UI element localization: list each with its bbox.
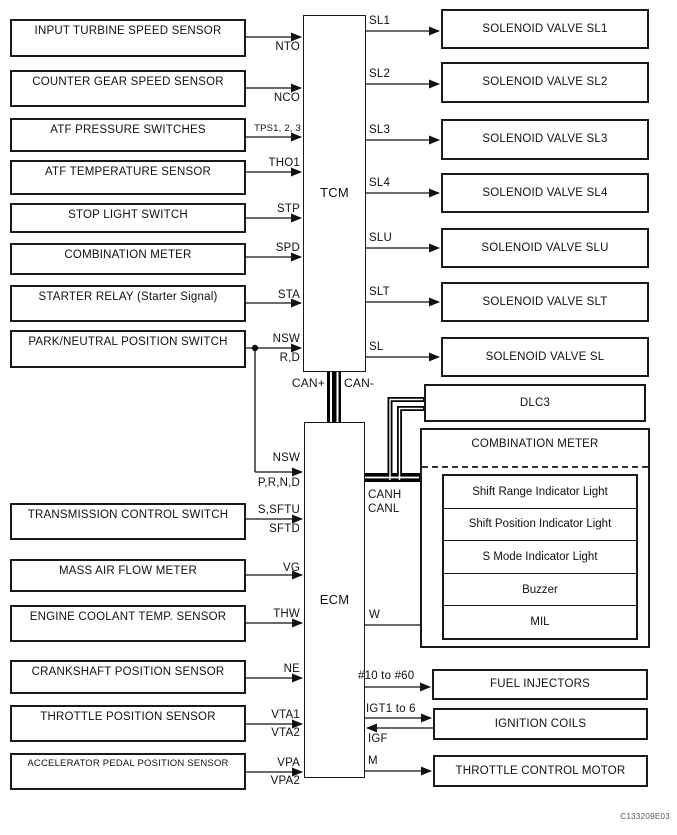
signal-thw: THW xyxy=(273,608,300,620)
can-bus-vertical xyxy=(327,371,341,423)
meter-item-s-mode-indicator: S Mode Indicator Light xyxy=(444,541,636,574)
tcm-input-wires xyxy=(246,32,302,353)
tcm-output-wires xyxy=(366,26,440,362)
signal-nto: NTO xyxy=(275,41,300,53)
ecm-input-wires xyxy=(246,514,303,777)
signal-vta2: VTA2 xyxy=(271,727,300,739)
can-bus-branch xyxy=(365,397,424,482)
box-throttle-position-sensor: THROTTLE POSITION SENSOR xyxy=(10,705,246,742)
label-canl: CANL xyxy=(368,503,400,515)
pn-branch-wire xyxy=(251,344,303,477)
box-stop-light-switch: STOP LIGHT SWITCH xyxy=(10,203,246,233)
signal-stp: STP xyxy=(277,203,300,215)
signal-sl1: SL1 xyxy=(369,15,391,27)
signal-ne: NE xyxy=(283,663,300,675)
box-transmission-control-switch: TRANSMISSION CONTROL SWITCH xyxy=(10,503,246,540)
figure-code: C133209E03 xyxy=(620,812,670,821)
signal-injectors: #10 to #60 xyxy=(358,670,415,682)
signal-sl4: SL4 xyxy=(369,177,391,189)
label-can-minus: CAN- xyxy=(344,376,375,390)
box-park-neutral-position-switch: PARK/NEUTRAL POSITION SWITCH xyxy=(10,330,246,368)
combination-meter-items: Shift Range Indicator Light Shift Positi… xyxy=(442,474,638,640)
signal-vpa2: VPA2 xyxy=(270,775,300,787)
signal-m: M xyxy=(368,755,378,767)
box-mass-air-flow-meter: MASS AIR FLOW METER xyxy=(10,559,246,592)
signal-igt: IGT1 to 6 xyxy=(366,703,416,715)
meter-item-shift-range-indicator: Shift Range Indicator Light xyxy=(444,476,636,509)
signal-spd: SPD xyxy=(275,242,300,254)
box-solenoid-valve-sl: SOLENOID VALVE SL xyxy=(441,337,649,377)
box-counter-gear-speed-sensor: COUNTER GEAR SPEED SENSOR xyxy=(10,70,246,107)
signal-rd: R,D xyxy=(279,352,300,364)
combination-meter-dashed-divider xyxy=(422,466,648,468)
signal-prnd: P,R,N,D xyxy=(257,477,300,489)
signal-slt: SLT xyxy=(369,286,390,298)
signal-sl3: SL3 xyxy=(369,124,391,136)
signal-slu: SLU xyxy=(369,232,392,244)
signal-igf: IGF xyxy=(368,733,388,745)
signal-tps: TPS1, 2, 3 xyxy=(254,123,301,134)
meter-item-mil: MIL xyxy=(530,616,550,629)
signal-sl2: SL2 xyxy=(369,68,391,80)
tcm-box: TCM xyxy=(303,15,366,372)
signal-vta1: VTA1 xyxy=(271,709,300,721)
signal-sta: STA xyxy=(277,289,300,301)
signal-sftd: SFTD xyxy=(269,523,300,535)
signal-tho1: THO1 xyxy=(268,157,300,169)
label-can-plus: CAN+ xyxy=(291,376,325,390)
box-solenoid-valve-slu: SOLENOID VALVE SLU xyxy=(441,228,649,268)
box-solenoid-valve-slt: SOLENOID VALVE SLT xyxy=(441,282,649,322)
ecm-box: ECM xyxy=(304,422,365,778)
box-atf-temperature-sensor: ATF TEMPERATURE SENSOR xyxy=(10,160,246,195)
box-solenoid-valve-sl1: SOLENOID VALVE SL1 xyxy=(441,9,649,49)
box-crankshaft-position-sensor: CRANKSHAFT POSITION SENSOR xyxy=(10,660,246,694)
box-solenoid-valve-sl3: SOLENOID VALVE SL3 xyxy=(441,119,649,160)
box-starter-relay: STARTER RELAY (Starter Signal) xyxy=(10,285,246,322)
box-fuel-injectors: FUEL INJECTORS xyxy=(432,669,648,700)
signal-vg: VG xyxy=(282,562,300,574)
ecm-output-wires xyxy=(365,620,441,776)
box-ignition-coils: IGNITION COILS xyxy=(433,708,648,740)
box-accelerator-pedal-position-sensor: ACCELERATOR PEDAL POSITION SENSOR xyxy=(10,753,246,790)
signal-sl: SL xyxy=(369,341,384,353)
box-engine-coolant-temp-sensor: ENGINE COOLANT TEMP. SENSOR xyxy=(10,605,246,642)
label-canh: CANH xyxy=(368,489,402,501)
signal-vpa: VPA xyxy=(277,757,300,769)
box-dlc3: DLC3 xyxy=(424,384,646,422)
box-solenoid-valve-sl4: SOLENOID VALVE SL4 xyxy=(441,173,649,213)
box-throttle-control-motor: THROTTLE CONTROL MOTOR xyxy=(433,755,648,787)
signal-nsw-tcm: NSW xyxy=(272,333,300,345)
meter-item-buzzer: Buzzer xyxy=(444,574,636,607)
signal-nsw-ecm: NSW xyxy=(272,452,300,464)
box-input-turbine-speed-sensor: INPUT TURBINE SPEED SENSOR xyxy=(10,19,246,57)
signal-nco: NCO xyxy=(273,92,300,104)
signal-w: W xyxy=(369,609,381,621)
box-atf-pressure-switches: ATF PRESSURE SWITCHES xyxy=(10,118,246,152)
box-solenoid-valve-sl2: SOLENOID VALVE SL2 xyxy=(441,62,649,103)
box-combination-meter-input: COMBINATION METER xyxy=(10,243,246,275)
meter-item-shift-position-indicator: Shift Position Indicator Light xyxy=(444,509,636,542)
signal-s-sftu: S,SFTU xyxy=(257,504,300,516)
